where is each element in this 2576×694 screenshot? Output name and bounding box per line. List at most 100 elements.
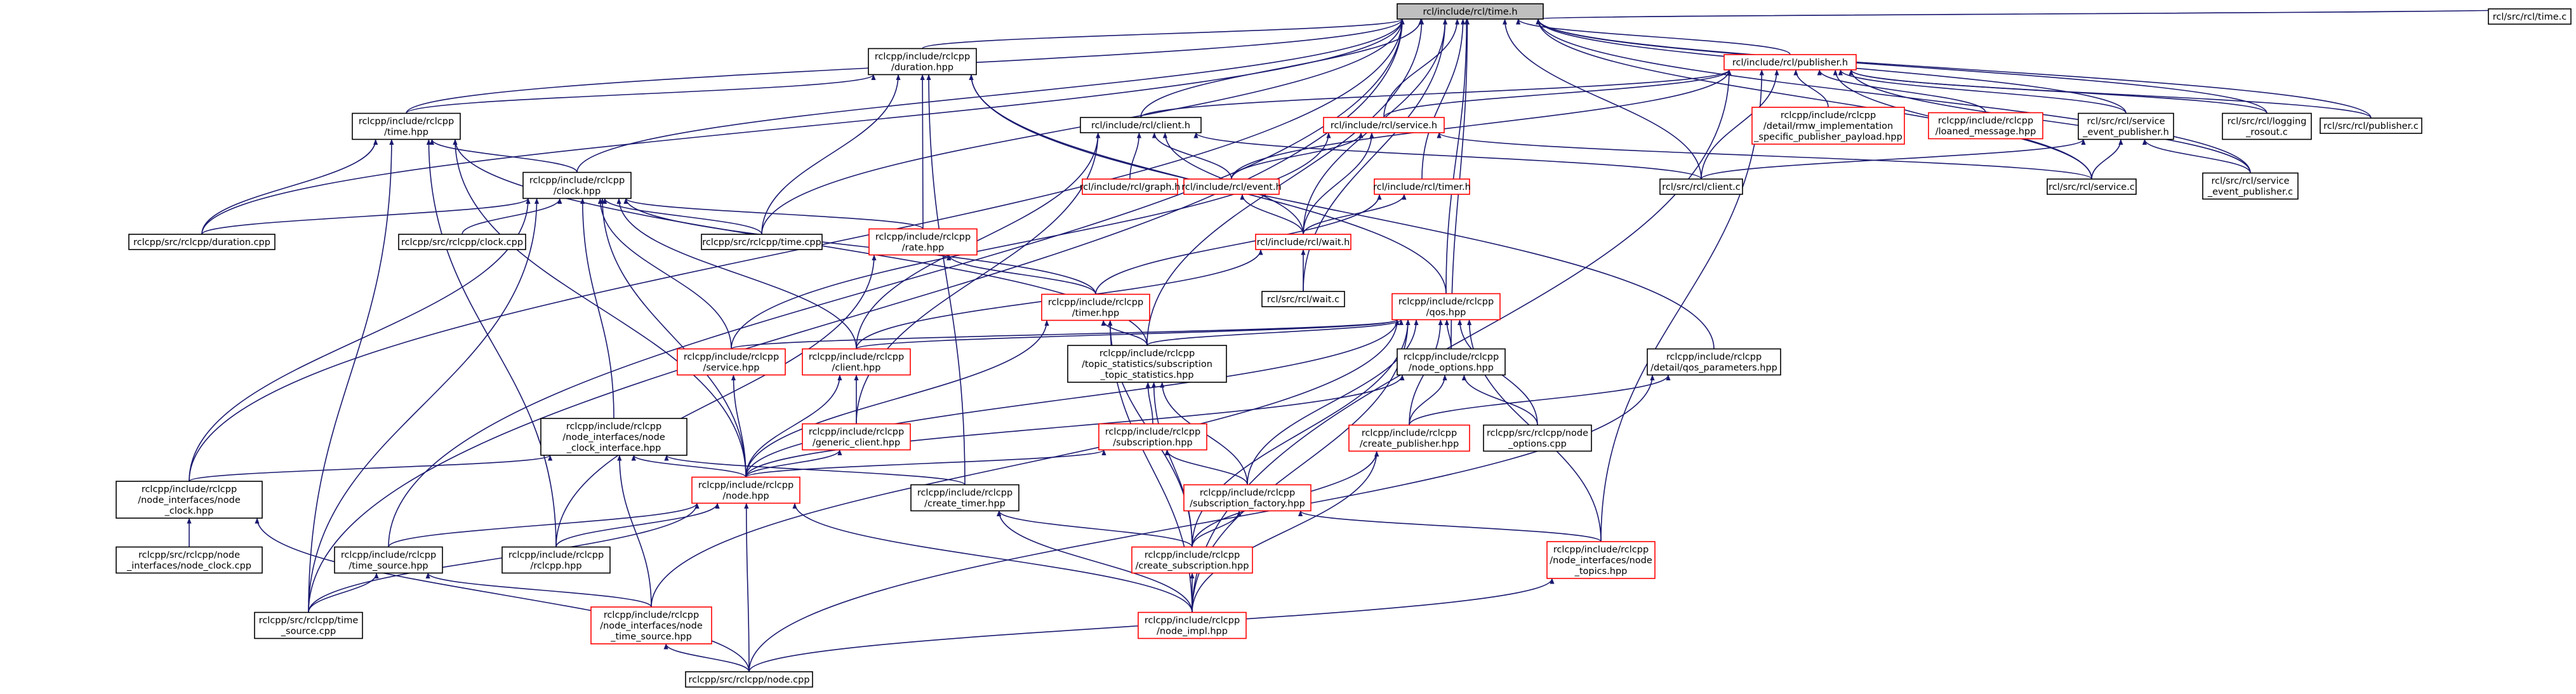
- node-n29[interactable]: rclcpp/include/rclcpp/topic_statistics/s…: [1067, 345, 1227, 383]
- node-box[interactable]: [802, 423, 911, 451]
- node-box[interactable]: [398, 234, 526, 250]
- node-n15[interactable]: rcl/include/rcl/timer.h: [1373, 178, 1471, 195]
- node-box[interactable]: [1041, 293, 1150, 321]
- node-box[interactable]: [522, 171, 632, 199]
- node-n3[interactable]: rcl/include/rcl/publisher.h: [1723, 54, 1857, 70]
- node-n34[interactable]: rclcpp/include/rclcpp/subscription.hpp: [1098, 423, 1207, 451]
- node-n14[interactable]: rcl/include/rcl/event.h: [1181, 178, 1282, 195]
- node-box[interactable]: [1374, 178, 1470, 195]
- node-n38[interactable]: rclcpp/include/rclcpp/node.hpp: [691, 476, 800, 504]
- node-box[interactable]: [1183, 484, 1311, 512]
- node-box[interactable]: [116, 481, 263, 519]
- node-box[interactable]: [254, 611, 363, 639]
- node-n27[interactable]: rclcpp/include/rclcpp/service.hpp: [677, 348, 786, 376]
- node-n16[interactable]: rcl/src/rcl/client.c: [1659, 178, 1743, 195]
- node-box[interactable]: [910, 484, 1019, 512]
- node-n2[interactable]: rclcpp/include/rclcpp/duration.hpp: [868, 48, 977, 76]
- node-n12[interactable]: rclcpp/include/rclcpp/clock.hpp: [522, 171, 632, 199]
- node-n46[interactable]: rclcpp/src/rclcpp/time_source.cpp: [254, 611, 363, 639]
- node-box[interactable]: [1397, 348, 1506, 376]
- node-box[interactable]: [1131, 546, 1253, 574]
- node-n31[interactable]: rclcpp/include/rclcpp/detail/qos_paramet…: [1647, 348, 1781, 376]
- node-box[interactable]: [1659, 178, 1743, 195]
- node-n43[interactable]: rclcpp/include/rclcpp/rclcpp.hpp: [501, 546, 611, 574]
- node-n28[interactable]: rclcpp/include/rclcpp/client.hpp: [802, 348, 911, 376]
- node-n40[interactable]: rclcpp/include/rclcpp/subscription_facto…: [1183, 484, 1311, 512]
- node-n21[interactable]: rclcpp/src/rclcpp/time.cpp: [701, 234, 823, 250]
- node-n20[interactable]: rclcpp/src/rclcpp/clock.cpp: [398, 234, 526, 250]
- node-box[interactable]: [1723, 54, 1857, 70]
- node-box[interactable]: [1751, 107, 1905, 145]
- node-n9[interactable]: rcl/src/rcl/service_event_publisher.h: [2078, 112, 2174, 140]
- node-n42[interactable]: rclcpp/include/rclcpp/time_source.hpp: [334, 546, 443, 574]
- node-box[interactable]: [334, 546, 443, 574]
- node-box[interactable]: [1348, 424, 1470, 452]
- node-n24[interactable]: rclcpp/include/rclcpp/timer.hpp: [1041, 293, 1150, 321]
- node-n13[interactable]: rcl/include/rcl/graph.h: [1080, 178, 1181, 195]
- node-box[interactable]: [1067, 345, 1227, 383]
- node-box[interactable]: [1647, 348, 1781, 376]
- node-n45[interactable]: rclcpp/include/rclcpp/node_interfaces/no…: [1546, 541, 1656, 579]
- node-box[interactable]: [701, 234, 823, 250]
- node-box[interactable]: [2202, 172, 2299, 200]
- node-n47[interactable]: rclcpp/include/rclcpp/node_interfaces/no…: [590, 606, 712, 644]
- node-n1[interactable]: rcl/src/rcl/time.c: [2488, 8, 2572, 25]
- node-box[interactable]: [1183, 178, 1280, 195]
- node-n32[interactable]: rclcpp/include/rclcpp/node_interfaces/no…: [540, 418, 687, 456]
- node-n0[interactable]: rcl/include/rcl/time.h: [1397, 3, 1544, 20]
- node-box[interactable]: [1928, 112, 2043, 140]
- node-box[interactable]: [128, 234, 276, 250]
- node-box[interactable]: [2047, 178, 2137, 195]
- node-box[interactable]: [1138, 611, 1247, 639]
- node-n22[interactable]: rclcpp/include/rclcpp/rate.hpp: [868, 228, 978, 256]
- node-box[interactable]: [2078, 112, 2174, 140]
- node-n5[interactable]: rcl/include/rcl/client.h: [1080, 117, 1202, 133]
- node-box[interactable]: [868, 48, 977, 76]
- node-n44[interactable]: rclcpp/include/rclcpp/create_subscriptio…: [1131, 546, 1253, 574]
- node-n4[interactable]: rclcpp/include/rclcpp/time.hpp: [352, 112, 461, 140]
- node-box[interactable]: [1397, 3, 1544, 20]
- node-box[interactable]: [677, 348, 786, 376]
- node-n37[interactable]: rclcpp/include/rclcpp/node_interfaces/no…: [116, 481, 263, 519]
- node-n33[interactable]: rclcpp/include/rclcpp/generic_client.hpp: [802, 423, 911, 451]
- node-n7[interactable]: rclcpp/include/rclcpp/detail/rmw_impleme…: [1751, 107, 1905, 145]
- node-n30[interactable]: rclcpp/include/rclcpp/node_options.hpp: [1397, 348, 1506, 376]
- node-box[interactable]: [1098, 423, 1207, 451]
- node-n11[interactable]: rcl/src/rcl/publisher.c: [2320, 117, 2422, 134]
- node-n49[interactable]: rclcpp/src/rclcpp/node.cpp: [685, 671, 813, 688]
- node-box[interactable]: [868, 228, 978, 256]
- node-n6[interactable]: rcl/include/rcl/service.h: [1323, 117, 1445, 133]
- node-box[interactable]: [691, 476, 800, 504]
- node-n19[interactable]: rclcpp/src/rclcpp/duration.cpp: [128, 234, 276, 250]
- node-box[interactable]: [2222, 112, 2312, 140]
- node-n23[interactable]: rcl/include/rcl/wait.h: [1255, 234, 1351, 250]
- node-n10[interactable]: rcl/src/rcl/logging_rosout.c: [2222, 112, 2312, 140]
- node-n36[interactable]: rclcpp/src/rclcpp/node_options.cpp: [1483, 424, 1592, 452]
- node-box[interactable]: [116, 546, 263, 574]
- node-box[interactable]: [685, 671, 813, 688]
- node-box[interactable]: [501, 546, 611, 574]
- node-n26[interactable]: rclcpp/include/rclcpp/qos.hpp: [1391, 293, 1501, 321]
- node-n17[interactable]: rcl/src/rcl/service.c: [2047, 178, 2137, 195]
- node-box[interactable]: [590, 606, 712, 644]
- node-n48[interactable]: rclcpp/include/rclcpp/node_impl.hpp: [1138, 611, 1247, 639]
- node-box[interactable]: [1391, 293, 1501, 321]
- node-n18[interactable]: rcl/src/rcl/service_event_publisher.c: [2202, 172, 2299, 200]
- node-n39[interactable]: rclcpp/include/rclcpp/create_timer.hpp: [910, 484, 1019, 512]
- node-box[interactable]: [2488, 8, 2572, 25]
- node-n41[interactable]: rclcpp/src/rclcpp/node_interfaces/node_c…: [116, 546, 263, 574]
- node-box[interactable]: [1255, 234, 1351, 250]
- node-n25[interactable]: rcl/src/rcl/wait.c: [1261, 291, 1345, 307]
- node-box[interactable]: [540, 418, 687, 456]
- node-box[interactable]: [802, 348, 911, 376]
- node-box[interactable]: [1261, 291, 1345, 307]
- node-box[interactable]: [1483, 424, 1592, 452]
- node-box[interactable]: [1323, 117, 1445, 133]
- node-box[interactable]: [2320, 117, 2422, 134]
- node-n35[interactable]: rclcpp/include/rclcpp/create_publisher.h…: [1348, 424, 1470, 452]
- node-box[interactable]: [1080, 117, 1202, 133]
- node-box[interactable]: [1082, 178, 1178, 195]
- node-box[interactable]: [1546, 541, 1656, 579]
- node-box[interactable]: [352, 112, 461, 140]
- node-n8[interactable]: rclcpp/include/rclcpp/loaned_message.hpp: [1928, 112, 2043, 140]
